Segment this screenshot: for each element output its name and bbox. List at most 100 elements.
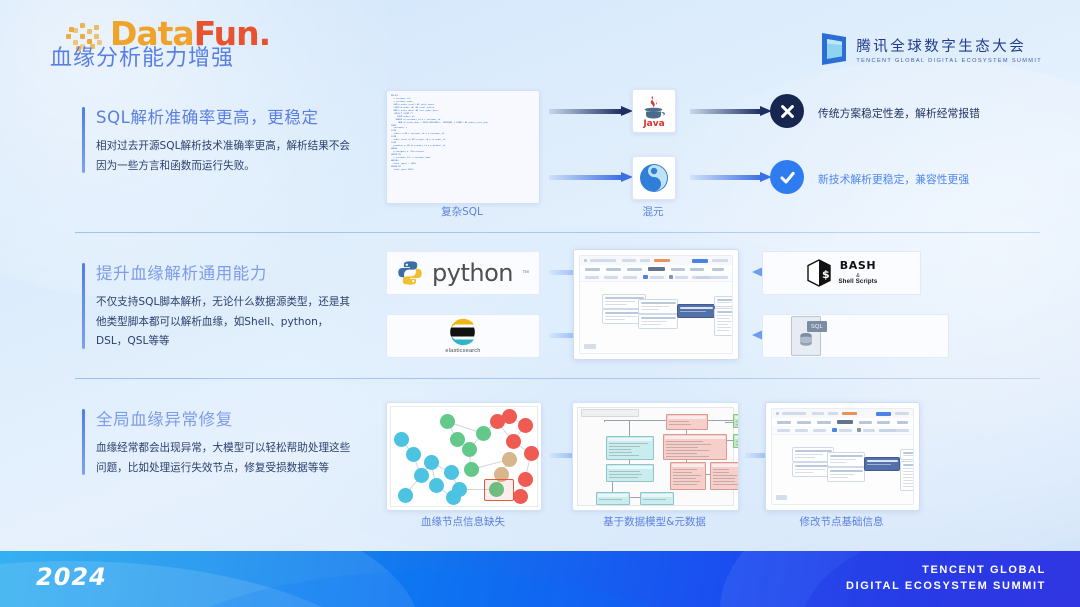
graph-node[interactable] [444,465,459,480]
section-1-text: SQL解析准确率更高，更稳定 相对过去开源SQL解析技术准确率更高，解析结果不会… [82,104,358,176]
er-diagram-tab[interactable] [581,409,639,417]
graph-node[interactable] [398,488,413,503]
er-entity-box[interactable] [596,492,630,505]
graph-node[interactable] [502,409,517,424]
caption-graph: 血缘节点信息缺失 [386,514,540,529]
section-3-heading: 全局血缘异常修复 [96,406,358,430]
graph-node[interactable] [462,442,477,457]
bash-label-sub: Shell Scripts [839,279,878,286]
sql-database-source-tile: SQL [762,314,949,358]
console-toolbar[interactable] [580,273,732,282]
lineage-node-selected[interactable] [677,304,715,318]
graph-node[interactable] [394,432,409,447]
graph-node[interactable] [518,472,533,487]
graph-node[interactable] [476,426,491,441]
er-canvas[interactable] [577,407,734,506]
section-1-body: 相对过去开源SQL解析技术准确率更高，解析结果不会因为一些方言和函数而运行失败。 [96,137,358,176]
lineage-detail-panel[interactable] [714,308,733,336]
lineage-console-screenshot-row2 [573,249,739,360]
caption-edit-node: 修改节点基础信息 [765,514,918,529]
console-viewport-2 [771,408,914,505]
er-entity-box[interactable] [733,434,739,448]
arrow-hunyuan-to-result [690,172,772,182]
lineage-node[interactable] [827,467,865,482]
graph-node-highlight-box [484,479,514,501]
arrow-java-to-result [690,106,772,116]
caption-hunyuan: 混元 [624,204,682,219]
lineage-graph-screenshot [386,402,542,511]
er-connector [604,420,666,421]
java-icon: Java [639,94,669,128]
er-entity-box[interactable] [670,462,706,490]
tencent-logo-words: 腾讯全球数字生态大会 TENCENT GLOBAL DIGITAL ECOSYS… [856,35,1042,64]
lineage-node[interactable] [638,299,678,314]
graph-node[interactable] [406,447,421,462]
graph-canvas[interactable] [390,406,538,507]
svg-text:Java: Java [642,119,664,128]
page-title: 血缘分析能力增强 [50,40,234,72]
graph-node[interactable] [424,455,439,470]
bash-source-tile: $ BASH & Shell Scripts [762,251,921,295]
er-connector [604,421,605,422]
graph-node[interactable] [513,489,528,504]
graph-node[interactable] [524,446,539,461]
tencent-mark-icon [821,32,847,66]
graph-node[interactable] [429,478,444,493]
check-icon [778,168,797,187]
python-icon [397,260,423,286]
lineage-detail-panel[interactable] [900,461,914,491]
console-viewport [579,255,733,354]
lineage-node[interactable] [900,449,914,460]
er-entity-box[interactable] [666,414,708,430]
bash-label-main: BASH [840,260,876,273]
bash-wordmark: BASH & Shell Scripts [839,260,878,286]
footer-bar: 2024 TENCENT GLOBAL DIGITAL ECOSYSTEM SU… [0,551,1080,607]
lineage-node[interactable] [827,452,865,467]
section-3-text: 全局血缘异常修复 血缘经常都会出现异常，大模型可以轻松帮助处理这些问题，比如处理… [82,406,358,478]
arrow-sql-to-hunyuan [549,172,633,182]
status-badge-failure [770,94,804,128]
graph-node[interactable] [518,418,533,433]
python-wordmark: python [432,259,513,287]
lineage-node[interactable] [714,296,733,307]
elasticsearch-logo: elasticsearch [445,318,480,354]
tencent-summit-logo: 腾讯全球数字生态大会 TENCENT GLOBAL DIGITAL ECOSYS… [821,28,1042,70]
tencent-logo-en: TENCENT GLOBAL DIGITAL ECOSYSTEM SUMMIT [856,58,1042,64]
python-trademark: ™ [522,270,529,277]
database-cylinder-icon [798,332,814,348]
python-logo: python ™ [397,259,529,287]
graph-node[interactable] [450,432,465,447]
sql-database-icon: SQL [791,316,821,356]
graph-node[interactable] [506,434,521,449]
caption-complex-sql: 复杂SQL [386,204,538,219]
footer-year: 2024 [36,563,107,591]
er-entity-box[interactable] [733,414,739,428]
section-2-heading: 提升血缘解析通用能力 [96,260,358,284]
er-connector [706,420,733,421]
section-2-body: 不仅支持SQL脚本解析，无论什么数据源类型，还是其他类型脚本都可以解析血缘，如S… [96,293,358,352]
er-entity-box[interactable] [663,434,727,460]
console-toolbar-2[interactable] [772,426,913,435]
lineage-node[interactable] [638,314,678,329]
bash-icon: $ [806,259,832,287]
graph-node[interactable] [414,468,429,483]
er-entity-box[interactable] [640,492,674,505]
footer-summit-name: TENCENT GLOBAL DIGITAL ECOSYSTEM SUMMIT [846,563,1046,595]
hunyuan-icon [638,162,670,194]
footer-line-2: DIGITAL ECOSYSTEM SUMMIT [846,579,1046,595]
er-entity-box[interactable] [606,436,654,460]
graph-node[interactable] [464,462,479,477]
lineage-node-selected[interactable] [864,457,900,471]
elasticsearch-icon [448,318,478,346]
sql-tag-label: SQL [807,321,827,332]
hunyuan-logo-tile [632,156,676,200]
section-1-heading: SQL解析准确率更高，更稳定 [96,104,358,128]
lineage-console-screenshot-row3 [765,402,920,511]
graph-node[interactable] [452,482,467,497]
graph-node[interactable] [502,452,517,467]
divider-1 [75,232,1040,233]
graph-node[interactable] [440,414,455,429]
er-entity-box[interactable] [606,464,654,482]
er-entity-box[interactable] [710,462,739,490]
